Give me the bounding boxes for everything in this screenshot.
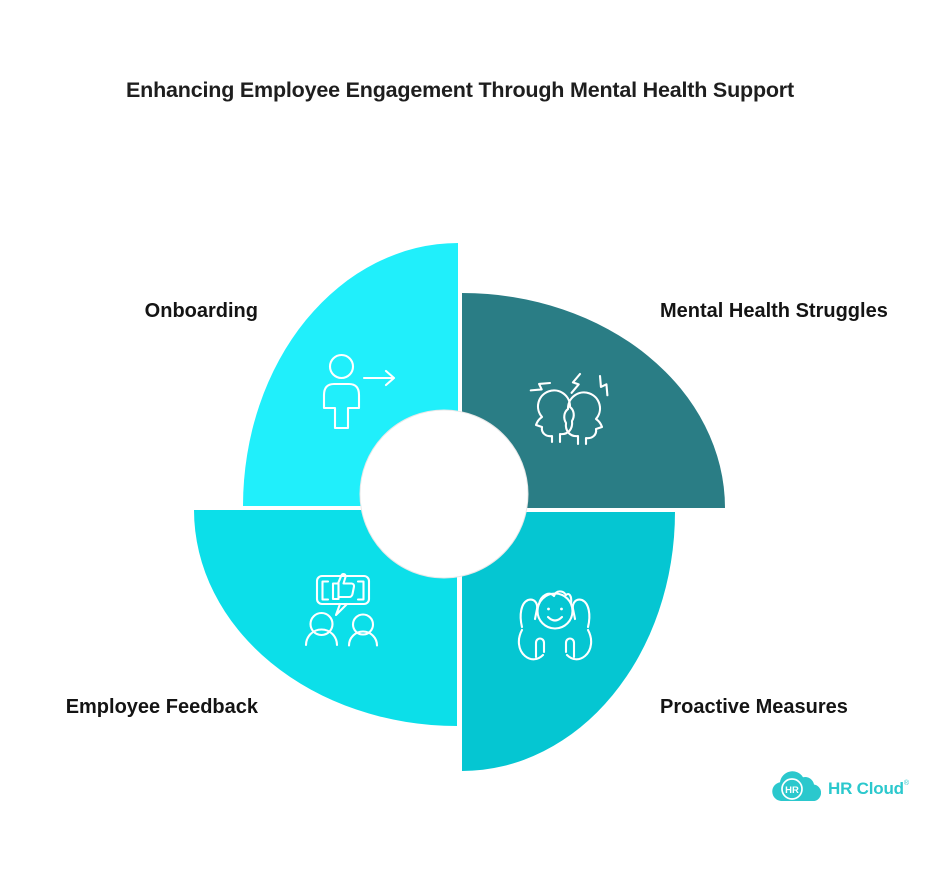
label-mental-health-struggles: Mental Health Struggles	[660, 300, 888, 322]
label-proactive-measures: Proactive Measures	[660, 696, 848, 718]
hr-cloud-wordmark: HR Cloud®	[828, 778, 909, 798]
quadrant-mental-health-struggles	[462, 293, 725, 508]
caring-hands-face-icon	[517, 590, 593, 661]
inner-hub-circle	[359, 409, 529, 579]
quadrant-employee-feedback	[194, 510, 457, 726]
registered-mark: ®	[903, 779, 909, 787]
stressed-heads-icon	[529, 372, 609, 446]
page-title: Enhancing Employee Engagement Through Me…	[126, 78, 794, 102]
hr-cloud-cloud-icon: HR	[772, 771, 821, 801]
feedback-speech-bubble-icon	[304, 573, 379, 647]
quadrant-proactive-measures	[462, 512, 675, 771]
label-employee-feedback: Employee Feedback	[65, 696, 258, 718]
hr-cloud-logo: HR HR Cloud®	[772, 770, 909, 804]
person-onboarding-arrow-icon	[322, 353, 396, 430]
hr-badge-text: HR	[785, 785, 799, 796]
label-onboarding: Onboarding	[144, 300, 258, 322]
